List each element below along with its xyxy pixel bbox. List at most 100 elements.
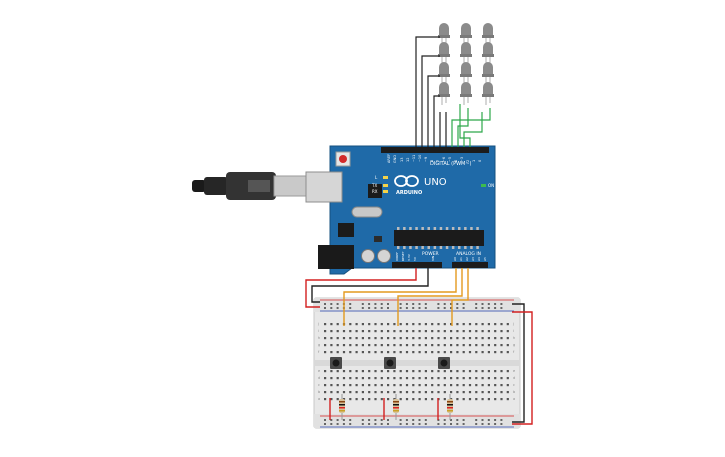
row-letter: c: [513, 383, 515, 387]
push-button[interactable]: [330, 357, 342, 369]
rail-hole: [361, 423, 364, 425]
bb-hole: [500, 398, 503, 401]
bb-hole: [494, 337, 497, 340]
rail-hole: [412, 307, 415, 309]
chip-pin: [470, 246, 473, 249]
rail-hole: [456, 423, 459, 425]
rail-hole: [462, 423, 465, 425]
bb-hole: [405, 377, 409, 380]
bb-hole: [494, 344, 497, 347]
bb-hole: [468, 370, 472, 373]
rail-hole: [487, 423, 490, 425]
push-buttons: [330, 357, 450, 369]
bb-hole: [342, 384, 346, 387]
bb-hole: [361, 330, 364, 333]
rail-hole: [330, 303, 333, 305]
rail-hole: [368, 307, 371, 309]
bb-hole: [418, 323, 421, 326]
bb-hole: [475, 384, 478, 387]
bb-hole: [393, 377, 396, 380]
bb-hole: [487, 377, 490, 380]
analog-pin-label: A3: [471, 257, 475, 261]
bb-hole: [443, 377, 446, 380]
bb-hole: [487, 337, 490, 340]
bb-hole: [431, 398, 434, 401]
bb-hole: [361, 344, 364, 347]
chip-pin: [433, 227, 437, 230]
rail-hole: [494, 303, 497, 305]
bb-hole: [405, 344, 409, 347]
rail-hole: [324, 423, 326, 425]
bb-hole: [361, 377, 364, 380]
bb-hole: [342, 370, 346, 373]
rail-hole: [387, 419, 389, 421]
bb-hole: [494, 330, 497, 333]
bb-hole: [494, 370, 497, 373]
bb-hole: [468, 377, 472, 380]
rail-hole: [374, 307, 377, 309]
bb-hole: [405, 391, 409, 394]
rail-hole: [361, 307, 364, 309]
power-jack: [318, 245, 354, 269]
rail-hole: [399, 419, 402, 421]
bb-hole: [424, 337, 427, 340]
bb-hole: [500, 384, 503, 387]
bb-hole: [462, 391, 465, 394]
bb-hole: [500, 370, 503, 373]
rail-hole: [437, 303, 440, 305]
push-button[interactable]: [438, 357, 450, 369]
led: [460, 42, 472, 65]
bb-hole: [456, 323, 459, 326]
bb-hole: [393, 330, 396, 333]
bb-hole: [393, 384, 396, 387]
chip-pin: [470, 227, 473, 230]
bb-hole: [475, 337, 478, 340]
push-button[interactable]: [384, 357, 396, 369]
chip-pin: [403, 246, 406, 249]
reset-label: RESET: [401, 251, 405, 261]
bb-hole: [399, 384, 402, 387]
rail-hole: [368, 419, 371, 421]
bb-hole: [462, 377, 465, 380]
bb-hole: [418, 398, 421, 401]
digital-pin-label: ~11: [412, 155, 416, 162]
bb-hole: [355, 391, 358, 394]
bb-hole: [431, 384, 434, 387]
bb-hole: [380, 384, 383, 387]
usb-cable: [192, 172, 309, 200]
bb-hole: [412, 351, 415, 354]
bb-hole: [450, 391, 453, 394]
led: [482, 62, 494, 85]
rail-hole: [424, 419, 427, 421]
row-letter: f: [513, 350, 515, 354]
bb-hole: [431, 337, 434, 340]
power-pin-labels: IOREF RESET 3.3V 5V VIN: [395, 251, 435, 261]
wire-black-4: [433, 95, 440, 147]
analog-header: [452, 262, 488, 268]
bb-hole: [456, 351, 459, 354]
rail-hole: [456, 419, 459, 421]
bb-hole: [481, 398, 484, 401]
digital-pin-label: 13: [400, 158, 404, 162]
bb-hole: [456, 398, 459, 401]
bb-hole: [412, 391, 415, 394]
bb-hole: [481, 323, 484, 326]
bb-hole: [418, 377, 421, 380]
bb-hole: [506, 330, 509, 333]
bb-hole: [405, 323, 409, 326]
bb-hole: [324, 377, 327, 380]
bb-hole: [500, 351, 503, 354]
usb-chip: [368, 184, 382, 198]
power-label: POWER: [422, 251, 439, 257]
row-letter: a: [513, 397, 515, 401]
rail-hole: [500, 423, 503, 425]
bb-hole: [336, 337, 339, 340]
resistor: [447, 394, 453, 420]
rail-hole: [374, 423, 377, 425]
bb-hole: [374, 351, 377, 354]
bb-hole: [393, 344, 396, 347]
bb-hole: [324, 330, 327, 333]
bb-hole: [506, 398, 509, 401]
bb-hole: [361, 384, 364, 387]
